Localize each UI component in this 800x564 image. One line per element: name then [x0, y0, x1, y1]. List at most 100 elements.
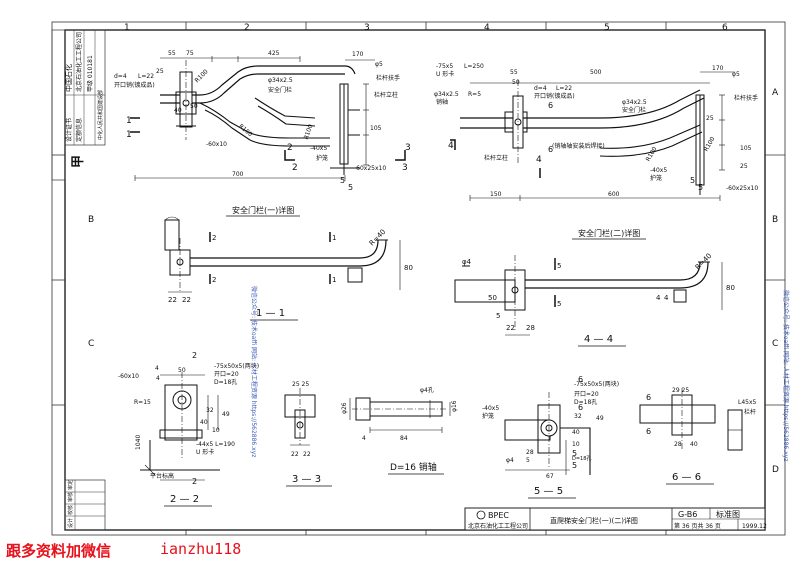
view-safety-gate-1: [130, 56, 406, 181]
dim-text: 25: [740, 163, 748, 170]
side-watermark: 微信公众号: 技术oaffi 网站: 人材工程资源 https://562886…: [782, 290, 790, 461]
section-3-3-labels: 25 25 22 22: [291, 381, 311, 458]
titleblock-mark: 甲: [71, 155, 86, 168]
bottom-watermark-text: 跟多资料加微信: [6, 542, 112, 560]
dim-text: 开口=20: [214, 371, 239, 378]
dim-text: -75x5: [436, 63, 453, 70]
col-label-top: 4: [484, 23, 490, 33]
dim-text: U 形卡: [196, 448, 214, 456]
section-mark: 5: [572, 449, 577, 458]
pin-d16: [349, 397, 451, 433]
drawing-date: 1999.12: [742, 523, 767, 530]
dim-text: -40x5: [650, 167, 667, 174]
dim-text: R=15: [134, 399, 151, 406]
section-6-6-labels: 29 25 L45x5 栏杆 28 40 6 6: [646, 387, 757, 448]
section-mark: 6: [548, 145, 553, 154]
section-mark: 6: [578, 375, 583, 384]
section-title: 3 — 3: [292, 474, 321, 485]
dim-text: 栏杆立柱: [484, 154, 508, 162]
drawing-code: G-B6: [678, 510, 697, 519]
dim-text: 55: [510, 69, 518, 76]
section-4-4-labels: φ4 5 5 R=40 80 50 5 22 28 4 4: [462, 252, 735, 332]
dim-text: 40: [174, 107, 182, 114]
dim-text: φ26: [341, 402, 348, 414]
standard-label: 标准图: [716, 509, 740, 519]
dim-text: 32: [206, 407, 214, 414]
dim-text: -60x25x10: [354, 165, 386, 172]
page-number: 第 36 页共 36 页: [674, 522, 721, 530]
titleblock-org: 北京石油化工工程公司: [75, 32, 83, 92]
section-title: 4 — 4: [584, 334, 613, 345]
dim-text: 2: [212, 234, 216, 242]
pin-labels: φ4孔 φ26 φ16 84 4: [341, 386, 458, 442]
dim-text: φ4孔: [420, 386, 434, 394]
section-5-5-note: D=18孔: [572, 455, 591, 462]
dim-text: 5: [557, 262, 561, 270]
dim-text: 5: [526, 457, 530, 464]
section-6-6: [639, 388, 743, 451]
section-mark: 2: [192, 351, 197, 360]
dim-text: φ34x2.5: [434, 91, 459, 98]
section-mark: 4: [656, 294, 661, 302]
dim-text: 50: [178, 367, 186, 374]
dim-text: 10: [212, 427, 220, 434]
dim-text: φ34x2.5: [268, 77, 293, 84]
dim-text: 105: [370, 125, 382, 132]
titleblock-small: 设计证书: [65, 118, 73, 142]
dim-text: 开口销(镀成品): [534, 92, 575, 100]
dim-text: 10: [572, 441, 580, 448]
section-5-5: [504, 392, 591, 475]
section-1-1: [164, 216, 401, 293]
footer-titleblock: BPEC 北京石油化工工程公司 直爬梯安全门栏(一)(二)详图 G-B6 标准图…: [464, 507, 767, 531]
section-3-3: [284, 388, 316, 446]
section-mark: 5: [348, 183, 353, 192]
section-title: 2 — 2: [170, 494, 199, 505]
dim-text: 栏杆: [744, 408, 756, 416]
titleblock-role: 审核: [67, 492, 74, 502]
dim-text: (销轴轴安装后焊接): [552, 142, 605, 150]
dim-text: 22: [168, 296, 177, 304]
row-label-right: B: [772, 215, 778, 225]
col-label-top: 2: [244, 23, 250, 33]
dim-text: 安全门栏: [268, 86, 292, 94]
section-mark: 2: [292, 163, 298, 173]
dim-text: -60x10: [206, 141, 227, 148]
dim-text: 5: [496, 312, 500, 320]
dim-text: 28: [526, 449, 534, 456]
titleblock-role: 审定: [67, 480, 74, 490]
dim-text: -75x50x5(两块): [214, 362, 259, 370]
section-mark: 2: [192, 477, 197, 486]
dim-text: 2: [212, 276, 216, 284]
dim-text: 80: [726, 284, 735, 292]
dim-text: 22: [506, 324, 515, 332]
dim-text: 开口销(镀成品): [114, 81, 155, 89]
dim-text: 25: [156, 68, 164, 75]
dim-text: 84: [400, 435, 408, 442]
dim-text: R100: [303, 123, 315, 140]
dim-text: 50: [190, 103, 198, 110]
dim-text: 49: [596, 415, 604, 422]
view-title: 安全门栏(一)详图: [232, 205, 294, 215]
dim-text: 22: [291, 451, 299, 458]
drawing-title: 直爬梯安全门栏(一)(二)详图: [550, 516, 638, 525]
section-mark: 6: [646, 427, 651, 436]
titleblock-org: 中化人民共和国建设部: [97, 90, 104, 140]
section-mark: 5: [572, 461, 577, 470]
dim-text: 500: [590, 69, 602, 76]
dim-text: d=4: [114, 73, 127, 80]
section-mark: 2: [287, 143, 293, 153]
col-label-top: 1: [124, 23, 130, 33]
dim-text: 105: [740, 145, 752, 152]
col-label-top: 5: [604, 23, 610, 33]
dim-text: D=18孔: [214, 378, 237, 386]
dim-text: 25 25: [292, 381, 309, 388]
dim-text: 32: [574, 413, 582, 420]
left-titleblock: 中国石化 北京石油化工工程公司 甲级 010181 中化人民共和国建设部 设计证…: [51, 29, 106, 531]
dim-text: -60x25x10: [726, 185, 758, 192]
dim-text: -40x5: [482, 405, 499, 412]
dim-text: 28: [674, 441, 682, 448]
dim-text: 5: [557, 300, 561, 308]
titleblock-small: 定额信息: [75, 118, 83, 142]
bottom-watermark-id: ianzhu118: [160, 540, 242, 558]
dim-text: 1040: [135, 435, 142, 450]
